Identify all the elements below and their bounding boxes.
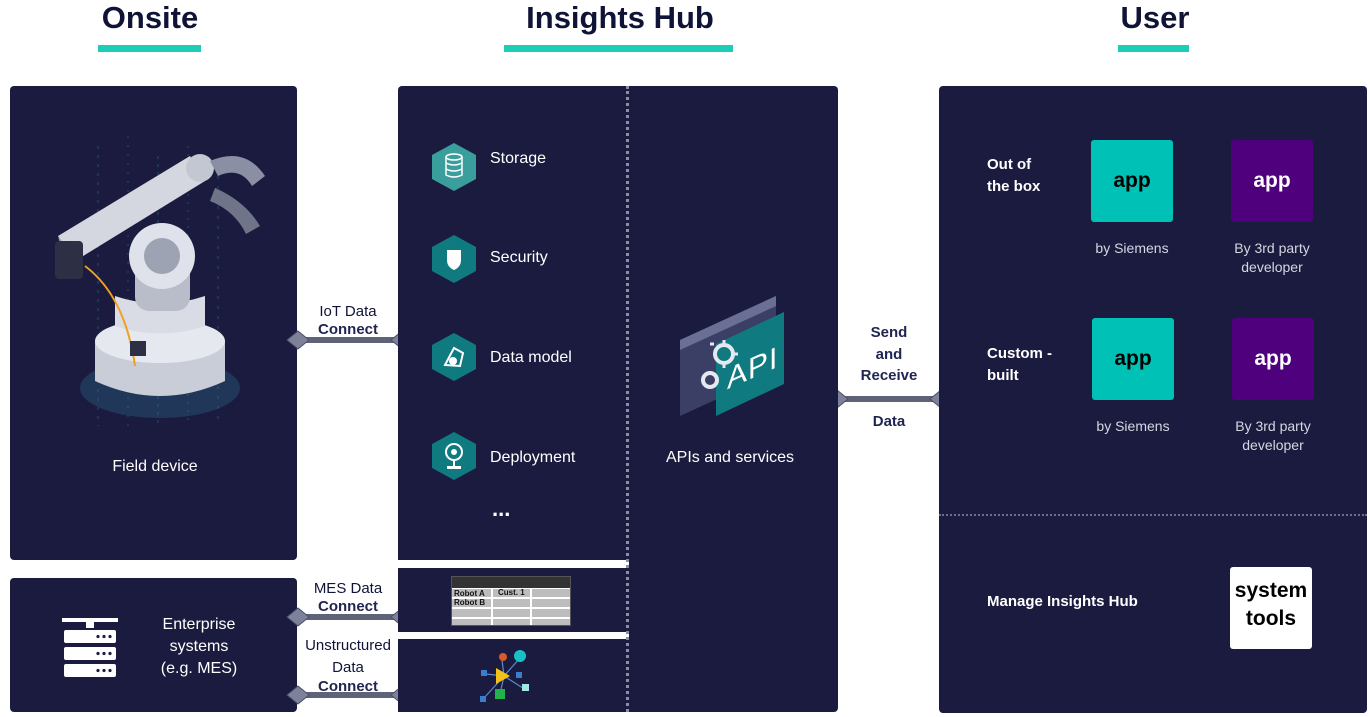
app-siemens-custom[interactable]: app xyxy=(1092,318,1174,400)
header-user-underline xyxy=(1118,45,1189,52)
table-cell-cust-1: Cust. 1 xyxy=(498,588,525,597)
by-3rd-label-1-line1: By 3rd party xyxy=(1234,240,1310,256)
header-hub-underline xyxy=(504,45,733,52)
deployment-icon xyxy=(432,432,476,480)
custom-built-line2: built xyxy=(987,367,1019,384)
enterprise-line1: Enterprise xyxy=(162,616,236,633)
robot-arm-icon xyxy=(55,136,265,426)
field-device-panel: Field device xyxy=(10,86,297,560)
system-tools-line1: system xyxy=(1234,579,1308,602)
service-storage: Storage xyxy=(490,150,547,167)
hub-divider xyxy=(626,86,629,712)
header-onsite: Onsite xyxy=(101,0,199,35)
shield-icon xyxy=(432,235,476,283)
apis-services-label: APIs and services xyxy=(665,449,795,466)
hub-unstructured-panel xyxy=(398,639,629,712)
field-device-label: Field device xyxy=(112,458,198,475)
header-user: User xyxy=(1120,0,1190,35)
user-divider xyxy=(939,514,1367,516)
services-ellipsis: ... xyxy=(492,496,511,521)
by-siemens-label-1: by Siemens xyxy=(1095,240,1169,256)
send-label-line1: Send xyxy=(870,324,908,341)
service-security: Security xyxy=(490,249,548,266)
api-icon xyxy=(680,296,784,416)
enterprise-line2: systems xyxy=(169,638,229,655)
by-3rd-label-2-line1: By 3rd party xyxy=(1235,418,1311,434)
by-siemens-label-2: by Siemens xyxy=(1096,418,1170,434)
server-icon xyxy=(62,618,118,677)
by-3rd-label-1-line2: developer xyxy=(1241,259,1303,275)
send-receive-arrow xyxy=(825,389,953,409)
out-of-box-line2: the box xyxy=(987,178,1041,195)
system-tools-button[interactable]: system tools xyxy=(1230,567,1312,649)
send-label-line3: Receive xyxy=(860,367,918,384)
service-data-model: Data model xyxy=(490,349,572,366)
unstructured-data-icon xyxy=(480,650,529,702)
data-model-icon xyxy=(432,333,476,381)
unstructured-label-line2: Data xyxy=(332,659,364,676)
service-deployment: Deployment xyxy=(490,449,576,466)
custom-built-line1: Custom - xyxy=(987,345,1052,362)
mes-label-line2: Connect xyxy=(318,598,378,615)
table-cell-robot-b: Robot B xyxy=(454,598,486,607)
unstructured-label-line3: Connect xyxy=(318,678,378,695)
mes-label-line1: MES Data xyxy=(313,580,383,597)
header-onsite-underline xyxy=(98,45,201,52)
iot-label-line1: IoT Data xyxy=(319,303,377,320)
app-3rd-party-out-of-box[interactable]: app xyxy=(1231,140,1313,222)
manage-insights-hub: Manage Insights Hub xyxy=(987,593,1138,610)
out-of-box-line1: Out of xyxy=(987,156,1032,173)
table-cell-robot-a: Robot A xyxy=(454,589,485,598)
app-3rd-party-custom[interactable]: app xyxy=(1232,318,1314,400)
mes-table-icon: Robot A Cust. 1 Robot B xyxy=(451,576,571,626)
iot-label-line2: Connect xyxy=(318,321,378,338)
app-siemens-out-of-box[interactable]: app xyxy=(1091,140,1173,222)
send-label-line4: Data xyxy=(872,413,906,430)
enterprise-panel: Enterprise systems (e.g. MES) xyxy=(10,578,297,712)
header-insights-hub: Insights Hub xyxy=(526,0,714,35)
hub-apis-lower xyxy=(629,560,838,712)
by-3rd-label-2-line2: developer xyxy=(1242,437,1304,453)
system-tools-line2: tools xyxy=(1245,607,1297,630)
enterprise-line3: (e.g. MES) xyxy=(160,660,238,677)
database-icon xyxy=(432,143,476,191)
unstructured-label-line1: Unstructured xyxy=(305,637,391,654)
send-label-line2: and xyxy=(875,346,903,363)
